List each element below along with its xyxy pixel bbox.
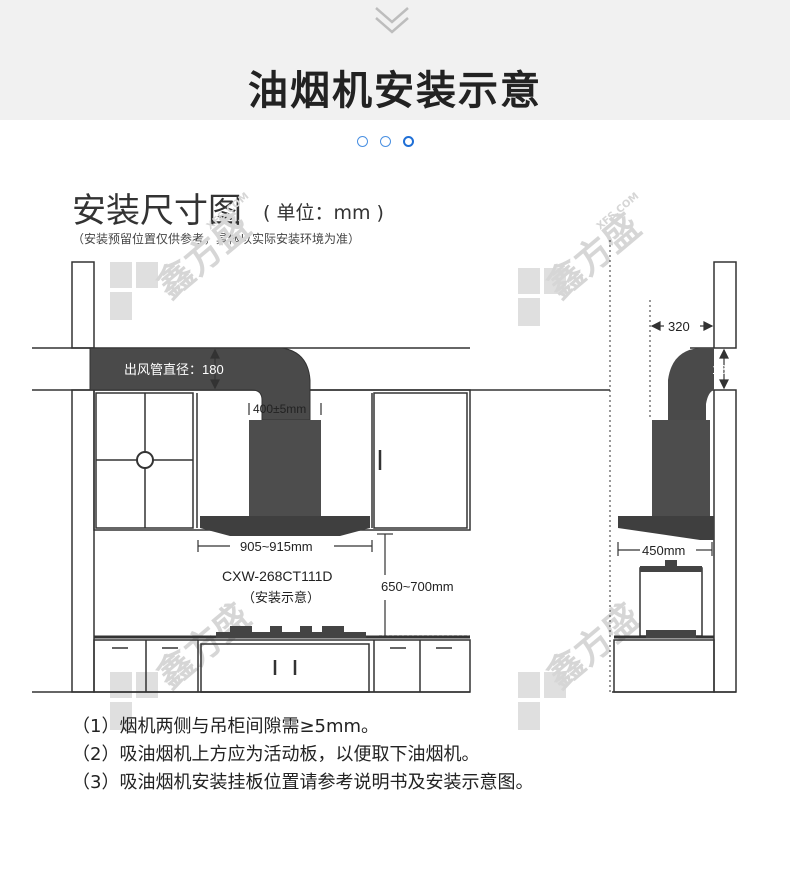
double-chevron-down-icon xyxy=(375,7,409,34)
svg-text:鑫方盛: 鑫方盛 xyxy=(149,596,258,697)
svg-text:鑫方盛: 鑫方盛 xyxy=(539,206,648,307)
front-dimensions xyxy=(197,348,470,637)
page-title: 油烟机安装示意 xyxy=(248,68,542,114)
hood-body-front xyxy=(249,420,321,516)
cooktop xyxy=(216,626,366,638)
page-indicator xyxy=(357,136,414,147)
section-title: 安装尺寸图 xyxy=(72,191,242,231)
wall-right xyxy=(713,389,737,693)
side-dimensions xyxy=(617,321,729,556)
wall-left xyxy=(71,389,95,693)
height-label: 650~700mm xyxy=(381,579,454,594)
hood-body-side xyxy=(652,420,710,516)
watermark-logo xyxy=(110,262,566,730)
hood-canopy-side xyxy=(618,516,714,540)
svg-text:鑫方盛: 鑫方盛 xyxy=(149,206,258,307)
svg-text:鑫方盛: 鑫方盛 xyxy=(539,596,648,697)
page-dot-2[interactable] xyxy=(380,136,391,147)
install-note-2: （2）吸油烟机上方应为活动板，以便取下油烟机。 xyxy=(72,744,480,765)
pot-icon xyxy=(640,560,702,638)
hood-width-label: 400±5mm xyxy=(253,402,306,416)
wall-left-top xyxy=(71,261,95,349)
hood-canopy-front xyxy=(200,516,370,536)
side-offset-label: 320 xyxy=(668,319,690,334)
watermark-text: 鑫方盛 鑫方盛 鑫方盛 鑫方盛 XFS.COM XFS.COM xyxy=(149,191,648,697)
page-dot-3[interactable] xyxy=(403,136,414,147)
bottom-width-label: 905~915mm xyxy=(240,539,313,554)
model-label: CXW-268CT111D xyxy=(222,568,332,584)
install-note-3: （3）吸油烟机安装挂板位置请参考说明书及安装示意图。 xyxy=(72,772,534,793)
side-duct-label: 180 xyxy=(712,362,734,377)
side-depth-label: 450mm xyxy=(642,543,685,558)
section-note: （安装预留位置仅供参考，具体以实际安装环境为准） xyxy=(72,232,361,246)
wall-right-top xyxy=(713,261,737,349)
unit-label: ( 单位：mm ) xyxy=(263,202,384,224)
model-note: （安装示意） xyxy=(242,590,320,606)
install-note-1: （1）烟机两侧与吊柜间隙需≥5mm。 xyxy=(72,716,380,737)
page-dot-1[interactable] xyxy=(357,136,368,147)
duct-diameter-label: 出风管直径：180 xyxy=(124,362,224,377)
duct-side xyxy=(668,348,714,420)
